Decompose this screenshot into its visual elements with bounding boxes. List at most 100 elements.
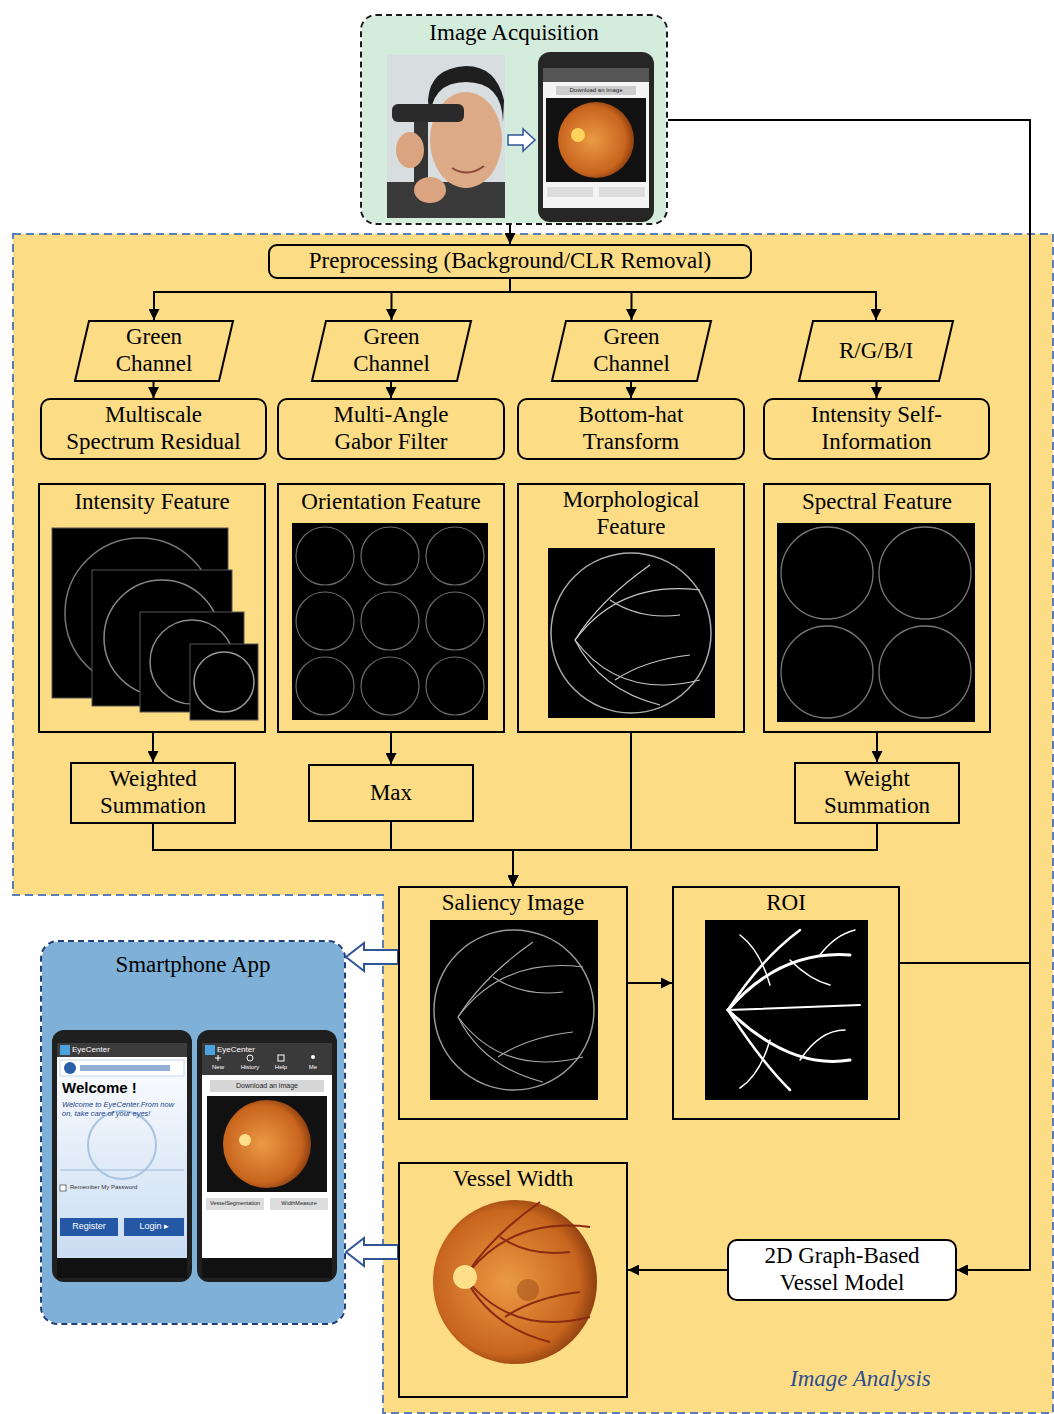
app-phone-main <box>202 1258 332 1278</box>
roi-image <box>705 920 868 1100</box>
app-phone-main <box>205 1045 215 1055</box>
morphological-feature-image <box>575 565 650 640</box>
node-text: Smartphone App <box>50 952 336 979</box>
spectral-feature-image <box>777 523 975 722</box>
orientation-feature-image <box>292 523 488 720</box>
arrow-line <box>628 1269 727 1271</box>
connector <box>513 733 631 886</box>
region-title: Image Analysis <box>790 1366 931 1393</box>
roi-image <box>790 960 830 985</box>
orientation-feature-image <box>296 592 354 650</box>
morphological-feature-image <box>548 548 715 718</box>
acquisition-photo <box>392 104 464 122</box>
acquisition-photo <box>387 55 505 218</box>
screen-text: VesselSegmentation <box>206 1200 264 1206</box>
orientation-feature-image <box>361 592 419 650</box>
connector <box>153 824 513 886</box>
process-box: 2D Graph-Based Vessel Model <box>727 1239 957 1301</box>
screen-text: Welcome ! <box>62 1079 182 1096</box>
morphological-feature-image <box>575 565 700 705</box>
connector <box>877 733 878 762</box>
parallelogram-outline <box>312 321 471 381</box>
screen-text: EyeCenter <box>217 1045 297 1054</box>
orientation-feature-image <box>426 657 484 715</box>
arrow-line <box>876 733 878 762</box>
orientation-feature-image <box>296 657 354 715</box>
image-panel: ROI <box>672 886 900 1120</box>
connector <box>631 382 632 398</box>
acquisition-phone <box>558 102 634 178</box>
connector <box>392 279 511 320</box>
node-text: Spectral Feature <box>781 489 973 516</box>
connector <box>391 733 392 764</box>
acquisition-phone <box>547 187 593 197</box>
vessel-width-image <box>453 1265 477 1289</box>
app-phone-main <box>270 1198 328 1210</box>
process-box: Preprocessing (Background/CLR Removal) <box>268 244 752 279</box>
vessel-width-image <box>465 1202 590 1342</box>
roi-image <box>728 1005 860 1010</box>
node-text: R/G/B/I <box>839 338 913 365</box>
connector <box>153 382 154 398</box>
acquisition-phone <box>556 86 636 95</box>
acquisition-panel: Image Acquisition <box>360 14 668 225</box>
vessel-width-image <box>433 1200 597 1364</box>
spectral-feature-image <box>781 527 873 619</box>
screen-text: Remember My Password <box>70 1184 180 1191</box>
input-parallelogram: Green Channel <box>551 320 712 382</box>
spectral-feature-image <box>777 523 975 722</box>
acquisition-photo <box>414 177 446 203</box>
parallelogram-outline <box>799 321 953 381</box>
node-text: Preprocessing (Background/CLR Removal) <box>309 248 711 275</box>
process-box: Multi-Angle Gabor Filter <box>277 398 505 460</box>
roi-image <box>740 935 770 985</box>
app-phone-login <box>57 1043 187 1057</box>
app-phone-main <box>197 1030 337 1282</box>
arrow-line <box>152 733 154 762</box>
morphological-feature-image <box>548 548 715 718</box>
feature-panel: Orientation Feature <box>277 483 505 733</box>
arrow-line <box>668 120 1030 1270</box>
orientation-feature-image <box>296 527 484 715</box>
arrow-line <box>513 733 631 886</box>
screen-text: Download an image <box>556 87 636 94</box>
process-box: Weighted Summation <box>70 762 236 824</box>
node-text: Image Acquisition <box>370 20 658 47</box>
feature-panel: Spectral Feature <box>763 483 991 733</box>
app-phone-login <box>88 1111 156 1179</box>
acquisition-phone <box>571 128 585 142</box>
intensity-feature-image <box>190 644 258 720</box>
acquisition-photo <box>387 182 505 218</box>
app-phone-login <box>64 1062 76 1074</box>
node-text: Vessel Width <box>408 1166 618 1193</box>
node-text: Intensity Feature <box>56 489 248 516</box>
arrow-line <box>392 279 511 320</box>
node-text: Weight Summation <box>808 766 946 819</box>
image-panel: Vessel Width <box>398 1162 628 1398</box>
acquisition-photo <box>452 166 484 173</box>
process-box: Max <box>308 764 474 822</box>
saliency-image <box>493 977 563 993</box>
intensity-feature-image <box>52 528 258 720</box>
spectral-feature-image <box>781 527 971 718</box>
connector <box>346 1238 398 1266</box>
analysis-region: Image Analysis Preprocessing (Background/… <box>12 233 1054 1414</box>
node-text: Multi-Angle Gabor Filter <box>303 402 479 455</box>
app-phone-login <box>60 1185 66 1191</box>
connector <box>154 279 510 320</box>
screen-text: Help <box>268 1064 294 1071</box>
intensity-feature-image <box>194 652 254 712</box>
arrow-line <box>628 982 672 984</box>
connector <box>346 943 398 971</box>
node-text: Morphological Feature <box>535 487 727 540</box>
app-phone-main <box>197 1030 337 1282</box>
process-box: Weight Summation <box>794 762 960 824</box>
acquisition-photo <box>387 55 505 218</box>
feature-panel: Morphological Feature <box>517 483 745 733</box>
connector <box>391 382 392 398</box>
arrow-line <box>900 963 1030 1270</box>
app-phone-main <box>210 1080 324 1092</box>
vessel-width-image <box>500 1237 570 1253</box>
screen-text: Welcome to EyeCenter.From now on, take c… <box>62 1101 184 1118</box>
